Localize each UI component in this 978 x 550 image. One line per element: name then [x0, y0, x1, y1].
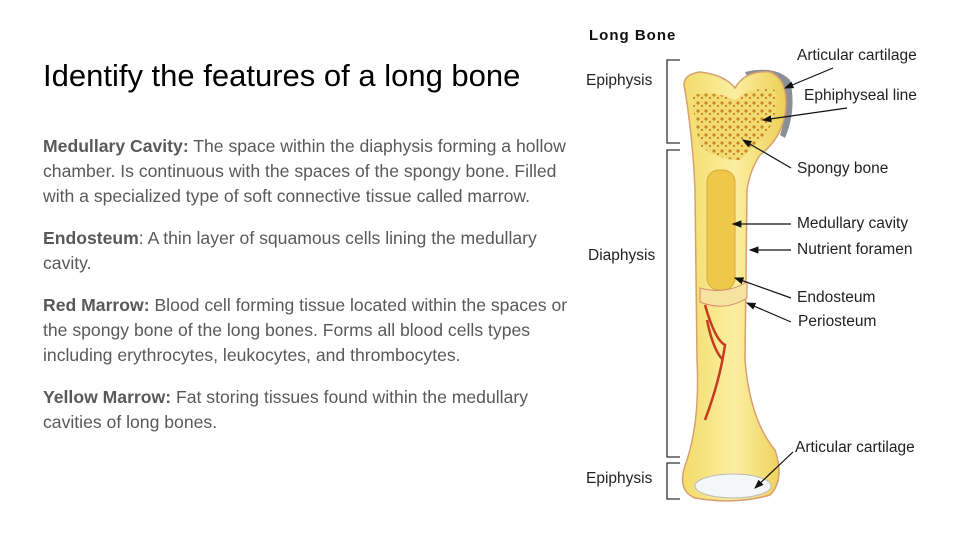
- term: Yellow Marrow:: [43, 387, 172, 407]
- label-nutrient-foramen: Nutrient foramen: [797, 241, 913, 258]
- label-articular-cartilage-top: Articular cartilage: [797, 47, 917, 64]
- figure-title: Long Bone: [589, 27, 677, 44]
- paragraph-medullary-cavity: Medullary Cavity: The space within the d…: [43, 134, 568, 209]
- label-epiphysis-top: Epiphysis: [586, 72, 653, 89]
- paragraph-red-marrow: Red Marrow: Blood cell forming tissue lo…: [43, 293, 568, 368]
- spongy-bone-shape: [693, 88, 777, 160]
- definition: Fat storing tissues found within the med…: [43, 387, 529, 432]
- long-bone-diagram: [666, 59, 848, 502]
- label-epiphyseal-line: Ephiphyseal line: [804, 87, 917, 104]
- brackets: [666, 59, 680, 500]
- term: Medullary Cavity:: [43, 136, 189, 156]
- definition: Blood cell forming tissue located within…: [43, 295, 568, 365]
- slide-title: Identify the features of a long bone: [43, 58, 521, 93]
- label-epiphysis-bottom: Epiphysis: [586, 470, 653, 487]
- paragraph-endosteum: Endosteum: A thin layer of squamous cell…: [43, 226, 568, 276]
- term: Red Marrow:: [43, 295, 150, 315]
- label-diaphysis: Diaphysis: [588, 247, 656, 264]
- definition: : A thin layer of squamous cells lining …: [43, 228, 537, 273]
- pointer-arrows: [731, 67, 848, 489]
- blood-vessel: [703, 304, 727, 421]
- articular-cartilage-bottom-shape: [694, 473, 772, 499]
- definition: The space within the diaphysis forming a…: [43, 136, 566, 206]
- paragraph-yellow-marrow: Yellow Marrow: Fat storing tissues found…: [43, 385, 568, 435]
- endosteum-shape: [699, 281, 748, 307]
- medullary-cavity-shape: [706, 169, 736, 291]
- slide-body: Medullary Cavity: The space within the d…: [43, 134, 568, 452]
- label-medullary-cavity: Medullary cavity: [797, 215, 909, 232]
- label-endosteum: Endosteum: [797, 289, 876, 306]
- label-articular-cartilage-bottom: Articular cartilage: [795, 439, 915, 456]
- term: Endosteum: [43, 228, 139, 248]
- label-periosteum: Periosteum: [798, 313, 877, 330]
- label-spongy-bone: Spongy bone: [797, 160, 889, 177]
